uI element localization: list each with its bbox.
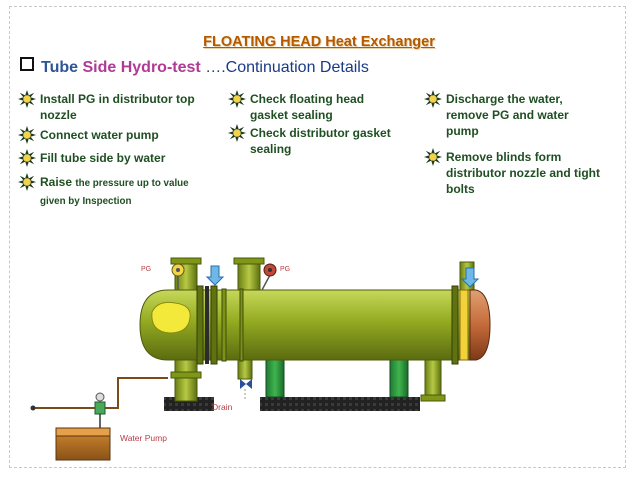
step-check-distributor: Check distributor gasket sealing: [250, 125, 420, 157]
support-leg-left: [265, 356, 285, 398]
bolt-row: [459, 289, 469, 361]
step-connect-pump: Connect water pump: [40, 127, 210, 143]
subtitle: Tube Side Hydro-test ….Continuation Deta…: [20, 57, 369, 77]
page-title: FLOATING HEAD Heat Exchanger: [203, 34, 435, 50]
pg-right-label: PG: [280, 266, 291, 273]
step-raise-pressure: Raise the pressure up to value given by …: [40, 174, 205, 210]
pump-line: [33, 377, 168, 409]
floating-head-cover: [469, 289, 491, 361]
pump-gauge-icon: [95, 392, 105, 402]
step-remove-blinds-text: Remove blinds form distributor nozzle an…: [446, 150, 600, 196]
step-install-pg: Install PG in distributor top nozzle: [40, 91, 200, 123]
nozzle-flange-top-mid: [233, 257, 265, 265]
step-raise-rest: the pressure up to value given by Inspec…: [40, 178, 189, 207]
pg-left-label: PG: [141, 266, 152, 273]
nozzle-distributor-bottom: [174, 356, 198, 402]
tube-sheet-ring: [221, 288, 227, 362]
pump-valve-icon: [94, 401, 106, 415]
step-discharge: Discharge the water, remove PG and water…: [446, 91, 596, 139]
blind-plate: [151, 301, 191, 334]
subtitle-hydro: Side Hydro-test: [82, 59, 201, 76]
subtitle-tube: Tube: [41, 59, 79, 76]
nozzle-shell-top: [237, 261, 261, 293]
water-pump-label: Water Pump: [120, 433, 167, 443]
checkbox-bullet-icon: [20, 57, 34, 71]
step-raise-lead: Raise: [40, 175, 73, 189]
subtitle-continuation: ….Continuation Details: [205, 59, 369, 76]
exchanger-shell: [139, 289, 471, 361]
step-check-distributor-text: Check distributor gasket sealing: [250, 126, 391, 156]
inflow-arrow-icon: [205, 265, 225, 286]
step-connect-pump-text: Connect water pump: [40, 128, 159, 142]
gasket-ring-1: [205, 286, 209, 364]
shell-ring-1: [239, 288, 244, 362]
step-remove-blinds: Remove blinds form distributor nozzle an…: [446, 149, 601, 197]
flange-ring-2: [210, 285, 218, 365]
flange-ring-1: [196, 285, 204, 365]
step-install-pg-text: Install PG in distributor top nozzle: [40, 92, 195, 122]
flange-ring-right: [451, 285, 459, 365]
nozzle-flange-bottom-left: [170, 371, 202, 379]
nozzle-flange-bottom-right: [420, 394, 446, 402]
water-pump-lid: [55, 427, 111, 437]
drain-label: Drain: [212, 402, 233, 412]
nozzle-flange-top-left: [170, 257, 202, 265]
step-discharge-text: Discharge the water, remove PG and water…: [446, 92, 569, 138]
slide-frame: [9, 6, 626, 468]
step-check-floating-text: Check floating head gasket sealing: [250, 92, 365, 122]
step-fill-tube: Fill tube side by water: [40, 150, 210, 166]
nozzle-bottom-right: [424, 356, 442, 398]
drain-valve-icon: [240, 379, 252, 389]
step-fill-tube-text: Fill tube side by water: [40, 151, 166, 165]
foundation-right: [260, 397, 420, 411]
outflow-arrow-icon: [460, 267, 480, 288]
step-check-floating: Check floating head gasket sealing: [250, 91, 400, 123]
support-leg-right: [389, 356, 409, 398]
